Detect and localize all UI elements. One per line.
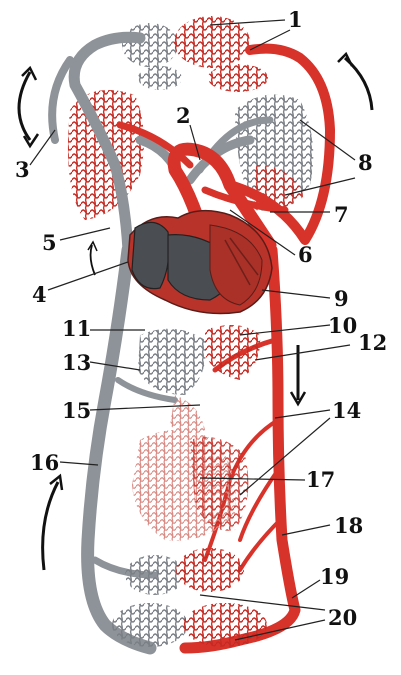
label-16: 16 — [30, 450, 59, 475]
arrow-bottom-left-icon — [43, 482, 58, 570]
label-7: 7 — [334, 202, 349, 227]
label-3: 3 — [15, 157, 30, 182]
label-20: 20 — [328, 605, 357, 630]
label-19: 19 — [320, 564, 349, 589]
label-17: 17 — [306, 467, 335, 492]
label-5: 5 — [42, 230, 57, 255]
label-6: 6 — [298, 242, 313, 267]
label-12: 12 — [358, 330, 387, 355]
label-2: 2 — [176, 103, 191, 128]
label-15: 15 — [62, 398, 91, 423]
label-13: 13 — [62, 350, 91, 375]
liver-capillaries — [138, 329, 206, 395]
arrow-top-right-icon — [345, 58, 372, 110]
label-11: 11 — [62, 316, 91, 341]
label-8: 8 — [358, 150, 373, 175]
head-capillary-bed — [122, 16, 268, 92]
label-14: 14 — [332, 398, 361, 423]
arrow-top-left-icon — [19, 72, 30, 140]
intestine-capillaries — [132, 395, 248, 541]
label-10: 10 — [328, 313, 357, 338]
heart — [128, 211, 272, 314]
label-18: 18 — [334, 513, 363, 538]
label-1: 1 — [288, 7, 303, 32]
arrow-small-left-icon — [91, 245, 95, 275]
label-4: 4 — [32, 282, 47, 307]
label-9: 9 — [334, 286, 349, 311]
